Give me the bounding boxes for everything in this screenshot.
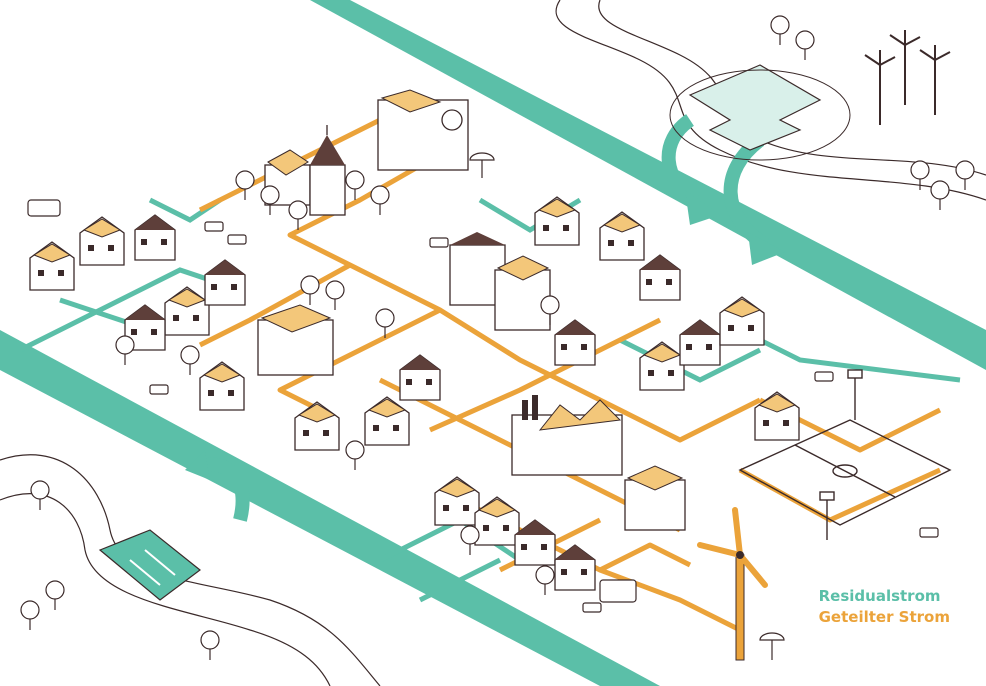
factory-icon: [511, 395, 623, 476]
house-icon: [204, 259, 246, 306]
legend-shared: Geteilter Strom: [818, 608, 950, 626]
house-icon: [719, 296, 765, 346]
tree-icon: [235, 170, 255, 201]
legend-residual: Residualstrom: [818, 587, 941, 605]
car-icon: [149, 384, 169, 395]
shop-icon: [377, 89, 469, 171]
camper-van-icon: [27, 199, 61, 217]
solar-farm-icon: [669, 64, 851, 161]
car-icon: [204, 221, 224, 232]
tree-icon: [535, 565, 555, 596]
house-icon: [29, 241, 75, 291]
tree-icon: [370, 185, 390, 216]
tree-icon: [30, 480, 50, 511]
residual-arrowheads: [185, 190, 785, 480]
house-icon: [199, 361, 245, 411]
hydro-plant-icon: [98, 529, 201, 601]
tree-icon: [45, 580, 65, 611]
car-icon: [919, 527, 939, 538]
house-icon: [554, 319, 596, 366]
house-icon: [514, 519, 556, 566]
tree-icon: [115, 335, 135, 366]
car-icon: [814, 371, 834, 382]
car-icon: [227, 234, 247, 245]
tree-icon: [200, 630, 220, 661]
house-icon: [599, 211, 645, 261]
tree-icon: [20, 600, 40, 631]
tree-icon: [795, 30, 815, 61]
tree-icon: [345, 170, 365, 201]
house-icon: [164, 286, 210, 336]
legend: Residualstrom Geteilter Strom: [819, 586, 950, 628]
house-icon: [434, 476, 480, 526]
houses: [29, 196, 800, 591]
tree-icon: [345, 440, 365, 471]
tree-icon: [770, 15, 790, 46]
tree-icon: [930, 180, 950, 211]
church-icon: [264, 125, 346, 216]
house-icon: [364, 396, 410, 446]
tree-icon: [300, 275, 320, 306]
tree-icon: [955, 160, 975, 191]
house-icon: [639, 341, 685, 391]
wind-turbine-icon: [864, 30, 951, 125]
tree-icon: [180, 345, 200, 376]
tree-icon: [260, 185, 280, 216]
house-icon: [474, 496, 520, 546]
house-icon: [134, 214, 176, 261]
car-icon: [582, 602, 602, 613]
parasol-icon: [469, 152, 785, 660]
football-field-icon: [738, 419, 952, 526]
car-icon: [429, 237, 449, 248]
house-icon: [639, 254, 681, 301]
tree-icon: [460, 525, 480, 556]
house-icon: [679, 319, 721, 366]
tree-icon: [325, 280, 345, 311]
house-icon: [399, 354, 441, 401]
floodlight-icon: [819, 369, 863, 540]
apartment-icon: [257, 232, 686, 531]
house-icon: [294, 401, 340, 451]
house-icon: [79, 216, 125, 266]
vehicles: [27, 199, 939, 613]
camper-van-icon: [599, 579, 637, 603]
wind-turbine-large-icon: [697, 507, 768, 661]
